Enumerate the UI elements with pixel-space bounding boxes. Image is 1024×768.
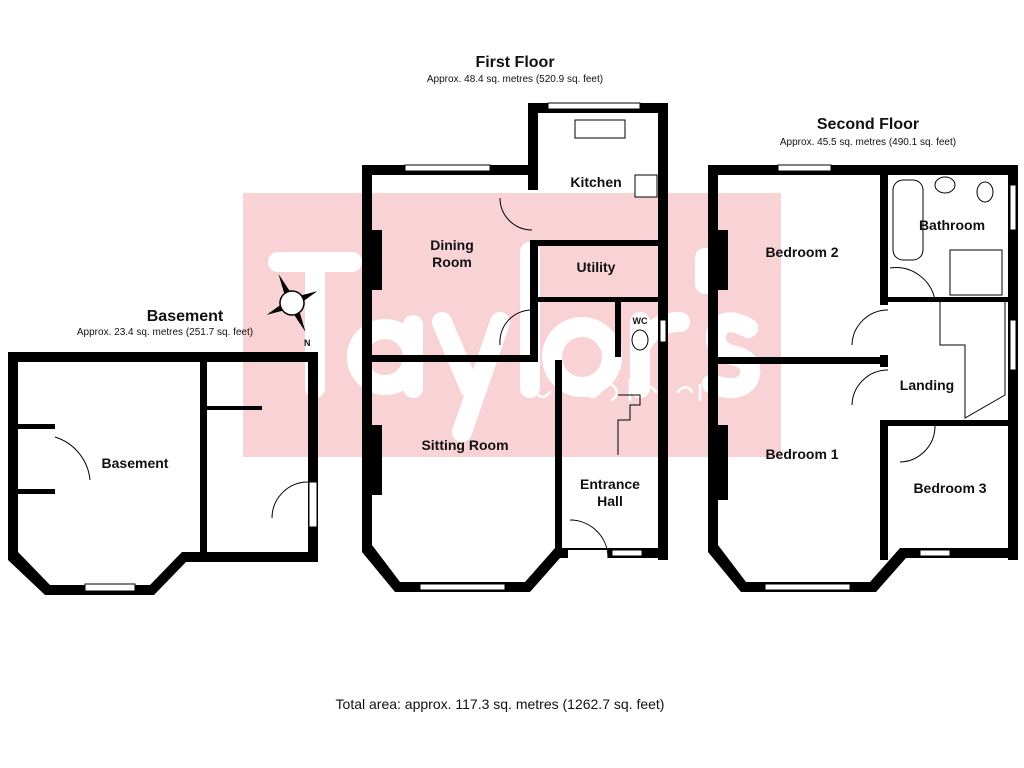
total-area: Total area: approx. 117.3 sq. metres (12…: [335, 696, 665, 712]
room-landing: Landing: [899, 377, 955, 393]
compass-icon: [266, 273, 318, 333]
room-sitting-room: Sitting Room: [421, 437, 509, 453]
room-bathroom: Bathroom: [918, 217, 986, 233]
compass-north-label: N: [304, 338, 311, 348]
room-entrance-hall: Entrance Hall: [580, 476, 640, 509]
room-bedroom-1: Bedroom 1: [765, 446, 839, 462]
room-bedroom-2: Bedroom 2: [765, 244, 839, 260]
room-utility: Utility: [576, 259, 616, 275]
first-floor-walls: [362, 102, 668, 592]
second-floor-walls: [708, 164, 1018, 592]
first-floor-title: First Floor: [475, 54, 555, 71]
second-floor-area: Approx. 45.5 sq. metres (490.1 sq. feet): [779, 137, 957, 148]
basement-title: Basement: [146, 308, 224, 325]
second-floor-title: Second Floor: [816, 116, 920, 133]
first-floor-area: Approx. 48.4 sq. metres (520.9 sq. feet): [426, 74, 604, 85]
room-dining-room: Dining Room: [430, 237, 474, 270]
watermark-logo: [243, 193, 781, 457]
room-bedroom-3: Bedroom 3: [913, 480, 987, 496]
basement-area: Approx. 23.4 sq. metres (251.7 sq. feet): [76, 327, 254, 338]
room-wc: WC: [632, 316, 648, 326]
basement-walls: [8, 352, 318, 595]
room-basement: Basement: [101, 455, 169, 471]
room-kitchen: Kitchen: [570, 174, 622, 190]
